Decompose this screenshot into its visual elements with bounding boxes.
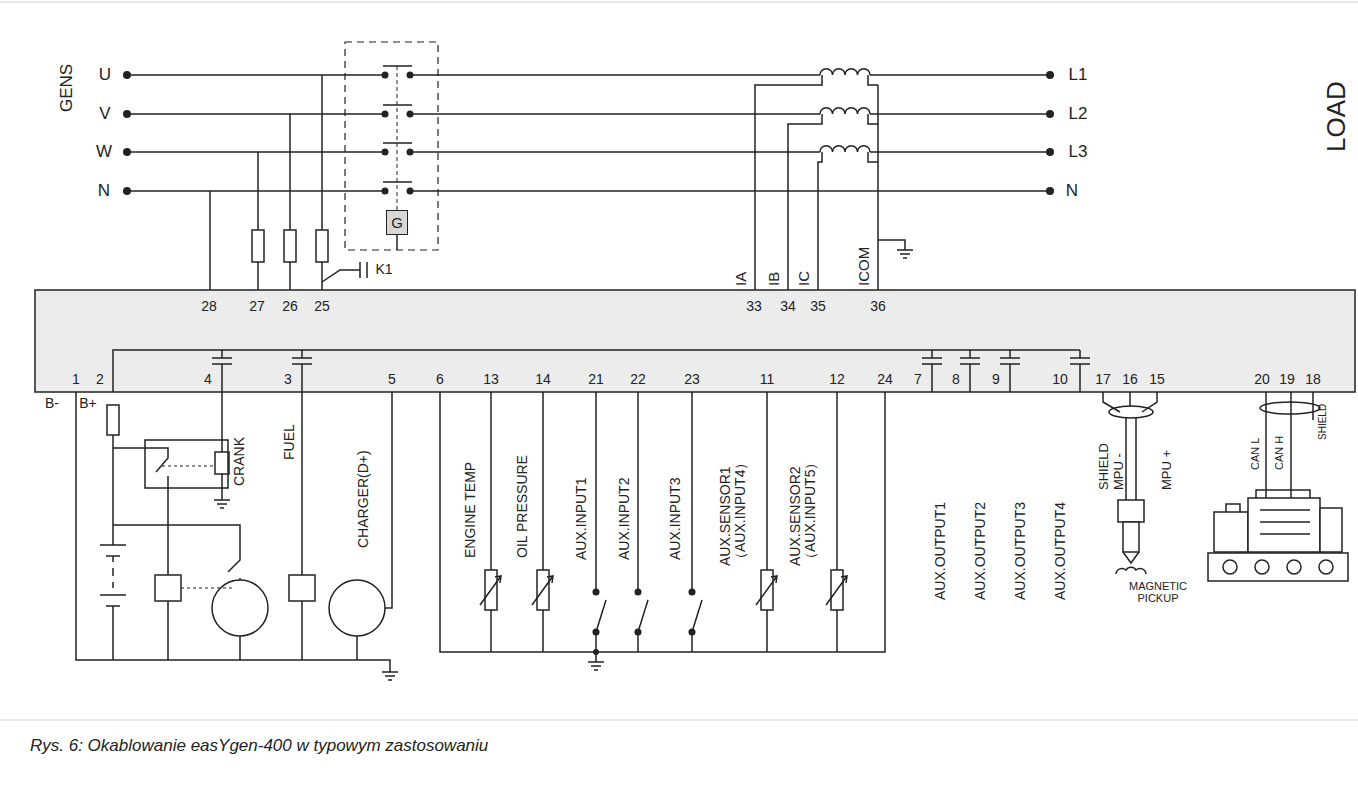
signal-label: LOAD	[1322, 81, 1351, 152]
signal-label: SHIELD	[1318, 404, 1328, 440]
terminal-number: 27	[249, 299, 265, 314]
signal-label: CAN H	[1274, 436, 1285, 470]
switch-contact	[635, 629, 641, 635]
wire-stroke	[1000, 350, 1020, 392]
signal-label: MAGNETIC PICKUP	[1115, 580, 1201, 604]
signal-label: B+	[79, 396, 97, 411]
terminal-number: 12	[829, 372, 845, 387]
node-label: G	[391, 215, 403, 230]
signal-label: U	[99, 66, 111, 85]
terminal-number: 10	[1052, 372, 1068, 387]
terminal-number: 21	[588, 372, 604, 387]
signal-label: L3	[1069, 143, 1088, 162]
signal-label: AUX.SENSOR2 （AUX.INPUT5）	[788, 448, 819, 566]
signal-label: AUX.OUTPUT4	[1053, 502, 1068, 600]
signal-label: AUX.OUTPUT3	[1013, 502, 1028, 600]
terminal-number: 34	[780, 299, 796, 314]
terminal-number: 36	[870, 299, 886, 314]
terminal-number: 19	[1279, 372, 1295, 387]
wire-stroke	[960, 350, 980, 392]
terminal-number: 28	[201, 299, 217, 314]
wire-stroke	[490, 392, 492, 652]
switch-contact	[689, 589, 695, 595]
signal-label: IA	[733, 272, 750, 286]
terminal-number: 7	[914, 372, 922, 387]
wire-stroke	[826, 576, 847, 605]
signal-label: ICOM	[856, 247, 873, 286]
signal-label: L2	[1069, 105, 1088, 124]
breaker-coil-box: G	[386, 210, 408, 235]
signal-label: AUX.INPUT3	[668, 478, 683, 560]
terminal-number: 9	[992, 372, 1000, 387]
signal-label: FUEL	[282, 424, 297, 460]
terminal-number: 25	[314, 299, 330, 314]
wire-stroke	[1070, 350, 1090, 392]
signal-label: MPU -	[1112, 453, 1126, 490]
terminal-number: 11	[760, 372, 775, 387]
terminal-number: 20	[1254, 372, 1270, 387]
signal-label: OIL PRESSURE	[515, 455, 530, 558]
terminal-number: 16	[1122, 372, 1138, 387]
signal-label: CHARGER(D+)	[356, 450, 371, 548]
terminal-number: 4	[204, 372, 212, 387]
terminal-number: 13	[483, 372, 499, 387]
signal-label: GENS	[58, 64, 77, 112]
terminal-number: 35	[810, 299, 826, 314]
terminal-number: 14	[535, 372, 551, 387]
wire-stroke	[596, 392, 606, 652]
terminal-number: 18	[1305, 372, 1321, 387]
signal-label: AUX.INPUT1	[574, 478, 589, 560]
terminal-number: 17	[1095, 372, 1111, 387]
signal-label: W	[96, 143, 112, 162]
terminal-number: 1	[72, 372, 80, 387]
wire-stroke	[480, 576, 501, 605]
terminal-number: 8	[952, 372, 960, 387]
figure-caption: Rys. 6: Okablowanie easYgen-400 w typowy…	[30, 736, 488, 756]
signal-label: N	[98, 182, 110, 201]
terminal-number: 22	[630, 372, 646, 387]
wire-stroke	[292, 350, 312, 392]
terminal-number: 26	[282, 299, 298, 314]
signal-label: K1	[375, 262, 392, 277]
switch-contact	[689, 629, 695, 635]
wire-stroke	[922, 350, 942, 392]
wire-stroke	[212, 350, 232, 392]
terminal-number: 3	[284, 372, 292, 387]
signal-label: ENGINE TEMP	[463, 462, 478, 558]
terminal-number: 33	[746, 299, 762, 314]
terminal-number: 6	[436, 372, 444, 387]
terminal-number: 2	[96, 372, 104, 387]
wire-stroke	[692, 392, 702, 652]
wire-stroke	[756, 576, 777, 605]
signal-label: B-	[45, 396, 59, 411]
switch-contact	[635, 589, 641, 595]
wire-stroke	[766, 392, 768, 652]
signal-label: CAN L	[1250, 438, 1261, 470]
wire-stroke	[542, 392, 544, 652]
signal-label: L1	[1069, 66, 1088, 85]
terminal-number: 5	[388, 372, 396, 387]
signal-label: IC	[796, 271, 813, 286]
signal-label: SHIELD	[1097, 443, 1111, 490]
wire-stroke	[532, 576, 553, 605]
terminal-number: 24	[877, 372, 893, 387]
wire-stroke	[638, 392, 648, 652]
signal-label: IB	[766, 272, 783, 286]
wire-stroke	[836, 392, 838, 652]
signal-label: CRANK	[232, 437, 247, 486]
signal-label: AUX.OUTPUT1	[933, 502, 948, 600]
switch-contact	[593, 629, 599, 635]
terminal-number: 15	[1149, 372, 1165, 387]
switch-contact	[593, 589, 599, 595]
signal-label: AUX.OUTPUT2	[973, 502, 988, 600]
signal-label: V	[99, 105, 110, 124]
signal-label: MPU +	[1160, 450, 1174, 490]
signal-label: AUX.SENSOR1 （AUX.INPUT4）	[718, 448, 749, 566]
signal-label: AUX.INPUT2	[617, 478, 632, 560]
signal-label: N	[1066, 182, 1078, 201]
terminal-number: 23	[684, 372, 700, 387]
